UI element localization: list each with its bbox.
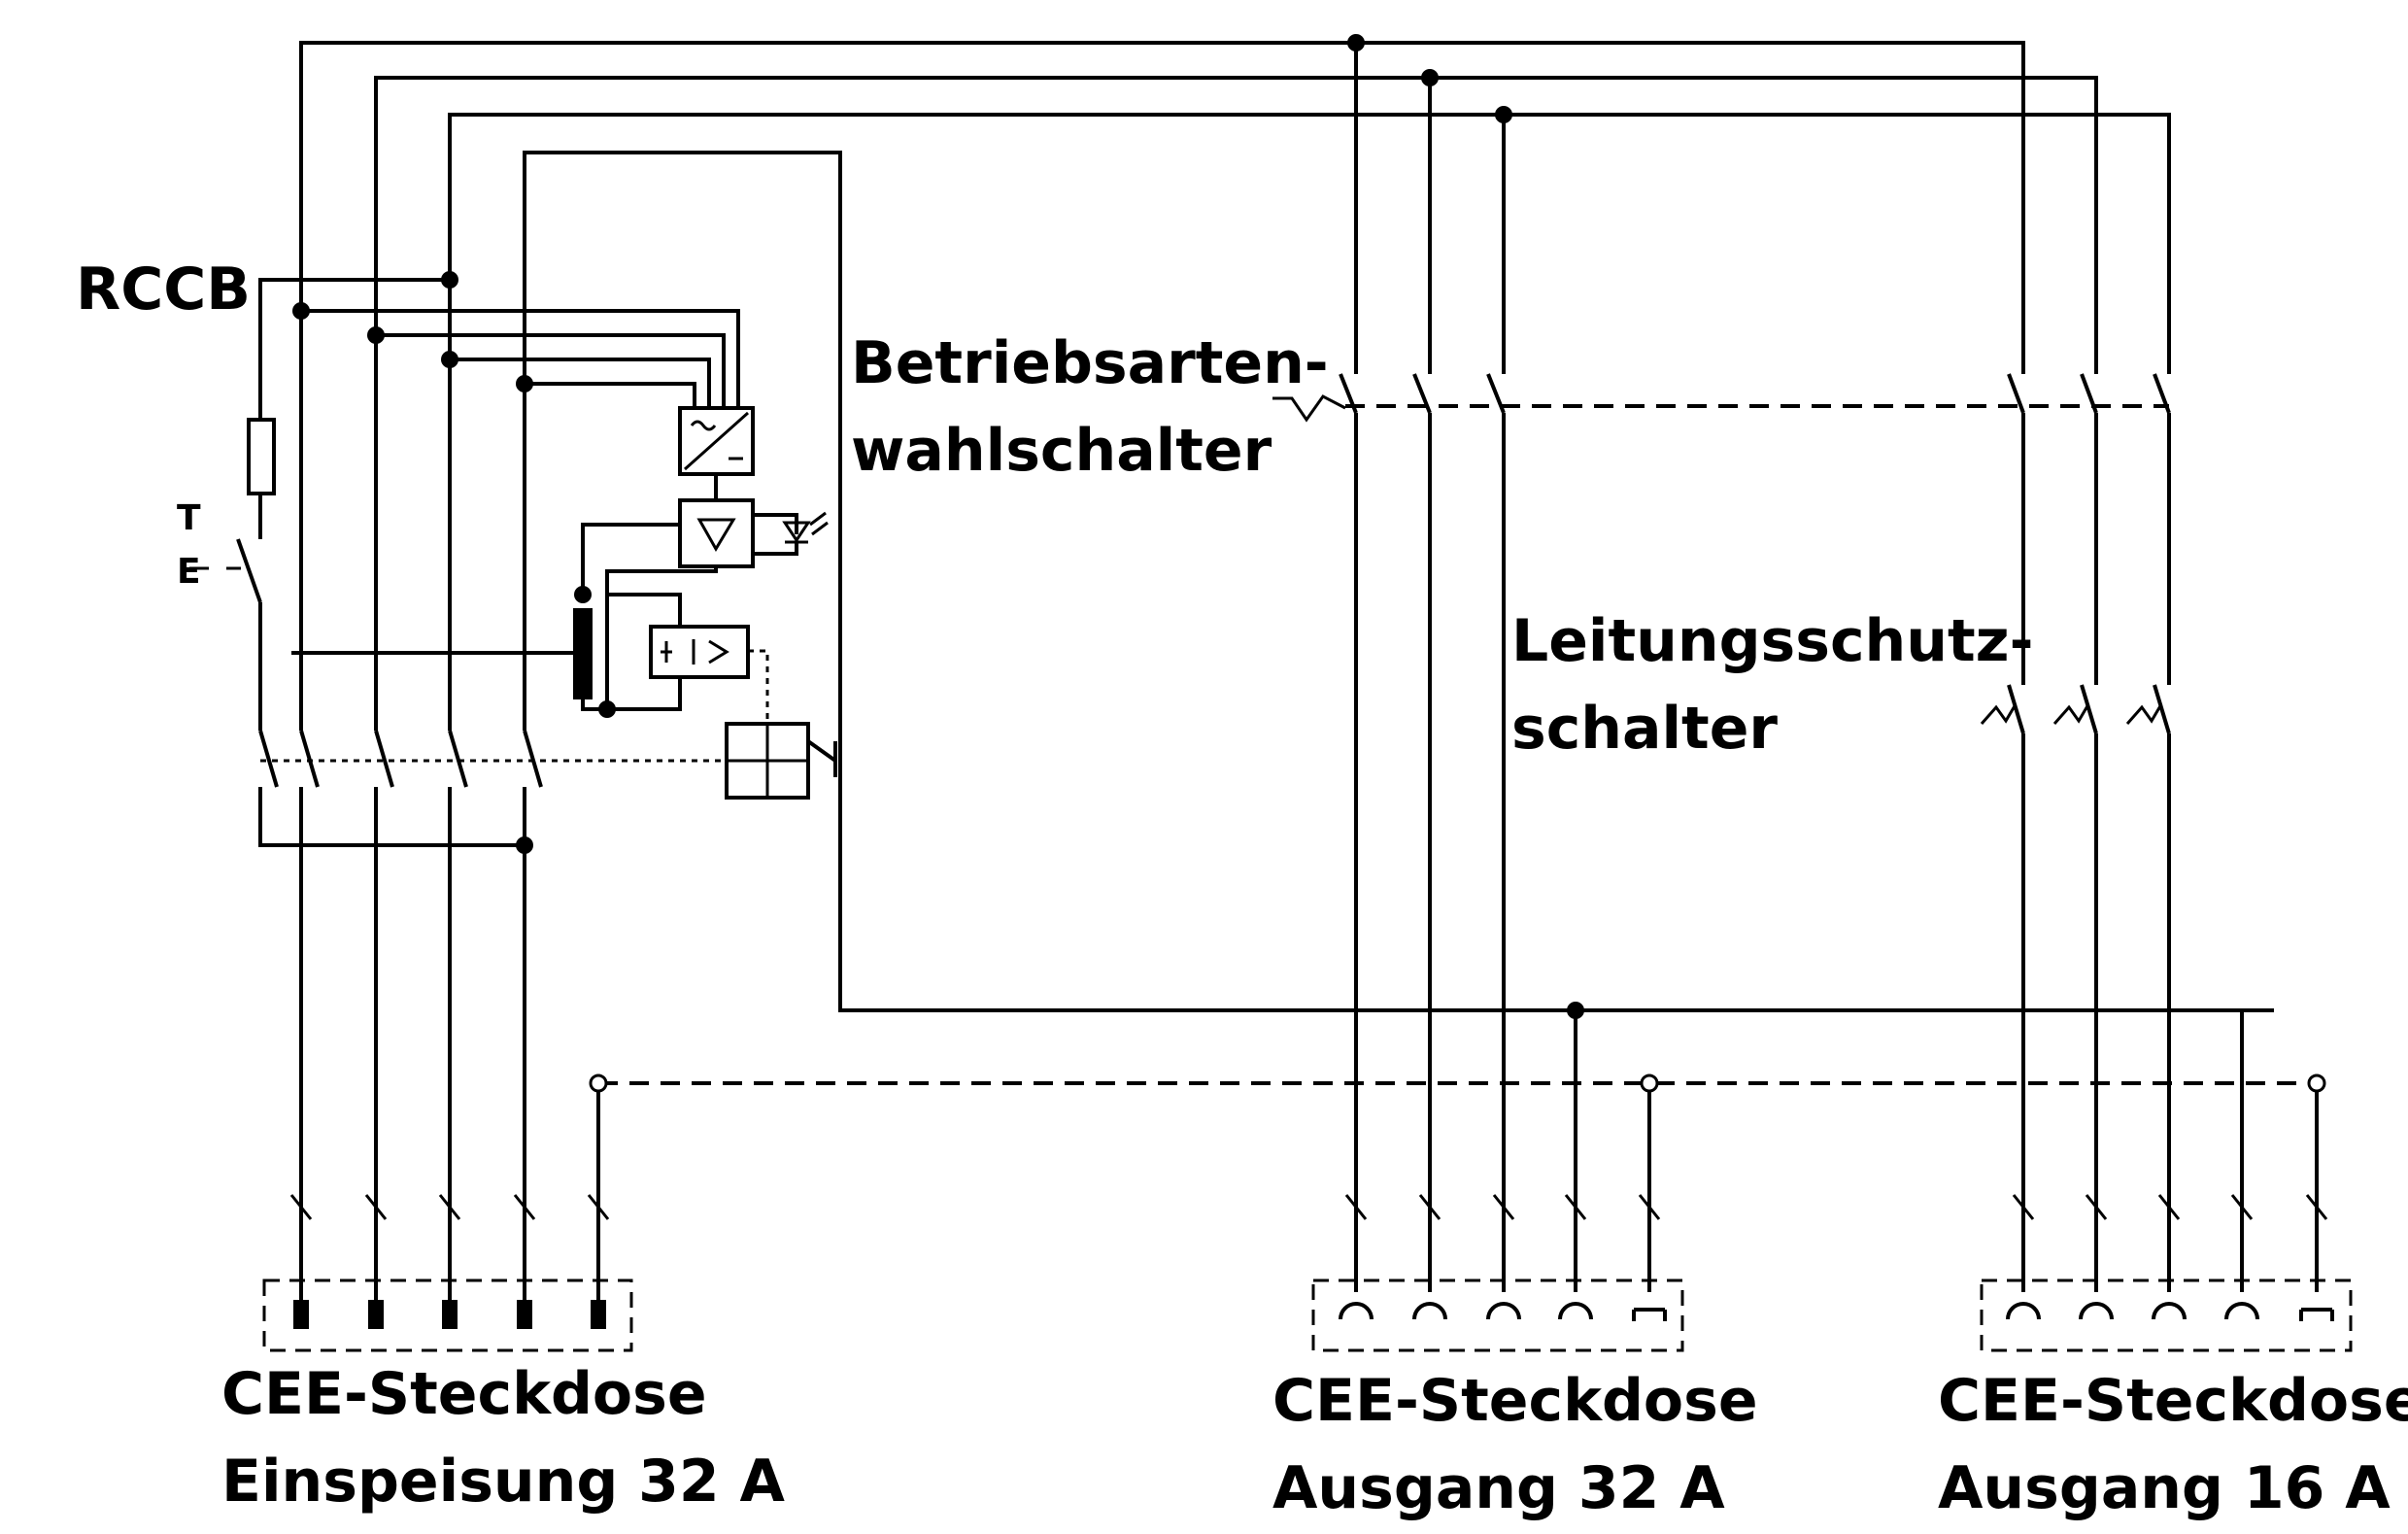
socket-out32-title: CEE-Steckdose xyxy=(1272,1367,1758,1435)
resistor-icon xyxy=(247,418,276,495)
test-label-e: E xyxy=(177,552,201,592)
socket-out32-subtitle: Ausgang 32 A xyxy=(1272,1454,1725,1522)
socket-infeed-subtitle: Einspeisung 32 A xyxy=(221,1448,786,1516)
breaker-label-2: schalter xyxy=(1511,695,1778,763)
mode-switch-label-1: Betriebsarten- xyxy=(851,329,1329,397)
mode-switch-label-2: wahlschalter xyxy=(851,417,1272,485)
amplifier-icon xyxy=(678,498,755,568)
rccb-block xyxy=(189,278,837,1302)
socket-out16-subtitle: Ausgang 16 A xyxy=(1938,1454,2391,1522)
socket-out16-title: CEE-Steckdose xyxy=(1938,1367,2408,1435)
socket-out32 xyxy=(1311,1278,1684,1352)
test-label-t: T xyxy=(177,498,201,538)
rccb-label: RCCB xyxy=(76,256,251,324)
mode-switch-actuator xyxy=(1272,394,1346,423)
mode-switch-right xyxy=(2007,373,2171,685)
mode-switch-center xyxy=(1339,43,1506,1292)
breaker-label-1: Leitungsschutz- xyxy=(1511,607,2033,675)
led-icon xyxy=(782,511,829,544)
junctions xyxy=(292,34,1584,1019)
socket-infeed xyxy=(262,1278,633,1352)
circuit-breakers xyxy=(1980,684,2171,1292)
bus-lines xyxy=(299,41,2274,1012)
test-switch-icon xyxy=(236,538,262,603)
socket-pin-icon xyxy=(293,1300,309,1329)
switch-contact-icon xyxy=(258,730,279,788)
socket-infeed-title: CEE-Steckdose xyxy=(221,1360,707,1428)
socket-out16 xyxy=(1980,1278,2353,1352)
cable-marks xyxy=(289,1194,2328,1220)
